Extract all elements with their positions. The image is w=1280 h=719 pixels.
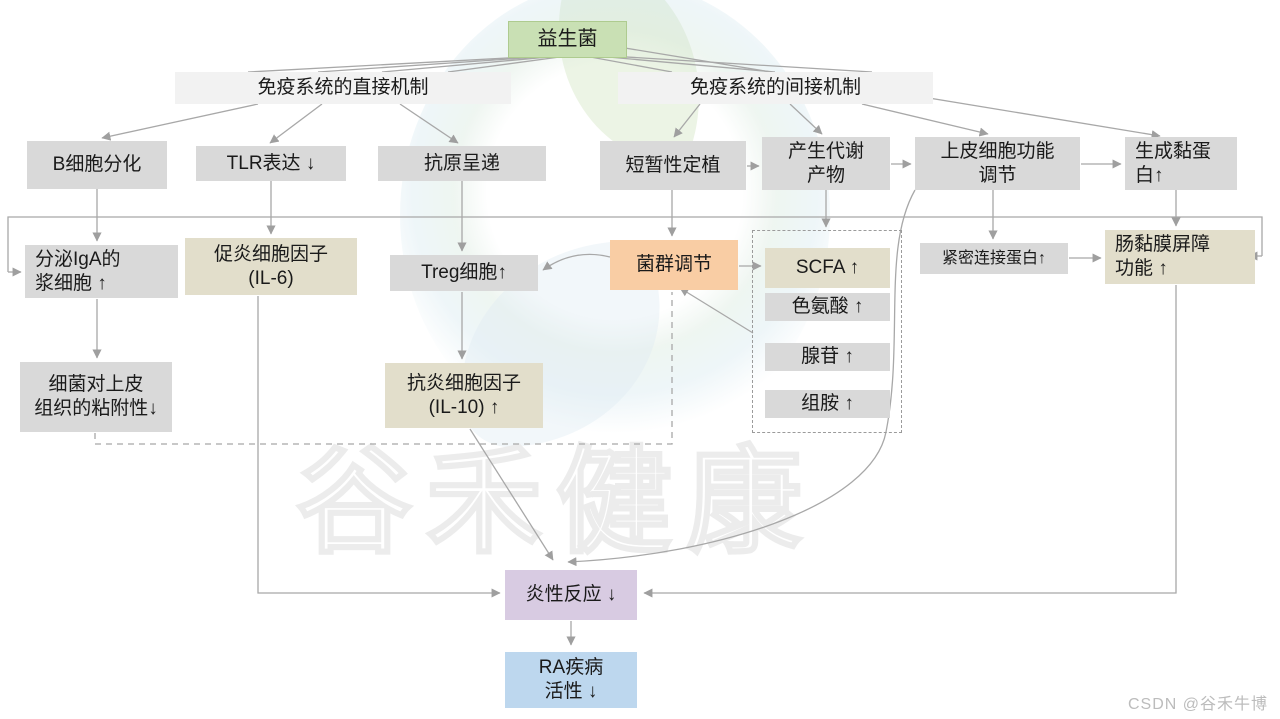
node-inflammatory-response: 炎性反应 ↓ (505, 570, 637, 620)
node-adenosine: 腺苷 ↑ (765, 343, 890, 371)
node-tryptophan: 色氨酸 ↑ (765, 293, 890, 321)
header-direct-mechanism: 免疫系统的直接机制 (175, 72, 511, 104)
node-iga-plasma-cells: 分泌IgA的 浆细胞 ↑ (25, 245, 178, 298)
node-epithelial-function: 上皮细胞功能 调节 (915, 137, 1080, 190)
node-flora-regulation: 菌群调节 (610, 240, 738, 290)
node-proinflammatory-il6: 促炎细胞因子 (IL-6) (185, 238, 357, 295)
node-scfa: SCFA ↑ (765, 248, 890, 288)
node-probiotics: 益生菌 (508, 21, 627, 58)
metabolite-group-box (752, 230, 902, 433)
node-antigen-presentation: 抗原呈递 (378, 146, 546, 181)
header-indirect-mechanism: 免疫系统的间接机制 (618, 72, 933, 104)
node-transient-colonization: 短暂性定植 (600, 141, 746, 190)
node-mucin-generation: 生成黏蛋 白↑ (1125, 137, 1237, 190)
node-tlr-expression: TLR表达 ↓ (196, 146, 346, 181)
node-metabolite-production: 产生代谢 产物 (762, 137, 890, 190)
node-mucosal-barrier-function: 肠黏膜屏障 功能 ↑ (1105, 230, 1255, 284)
node-antiinflammatory-il10: 抗炎细胞因子 (IL-10) ↑ (385, 363, 543, 428)
node-histamine: 组胺 ↑ (765, 390, 890, 418)
node-bcell-differentiation: B细胞分化 (27, 141, 167, 189)
center-watermark: 谷禾健康 (295, 437, 816, 567)
csdn-watermark: CSDN @谷禾牛博 (1127, 696, 1268, 713)
node-tight-junction-protein: 紧密连接蛋白↑ (920, 243, 1068, 274)
node-bacterial-adhesion: 细菌对上皮 组织的粘附性↓ (20, 362, 172, 432)
node-treg-cells: Treg细胞↑ (390, 255, 538, 291)
node-ra-disease-activity: RA疾病 活性 ↓ (505, 652, 637, 708)
